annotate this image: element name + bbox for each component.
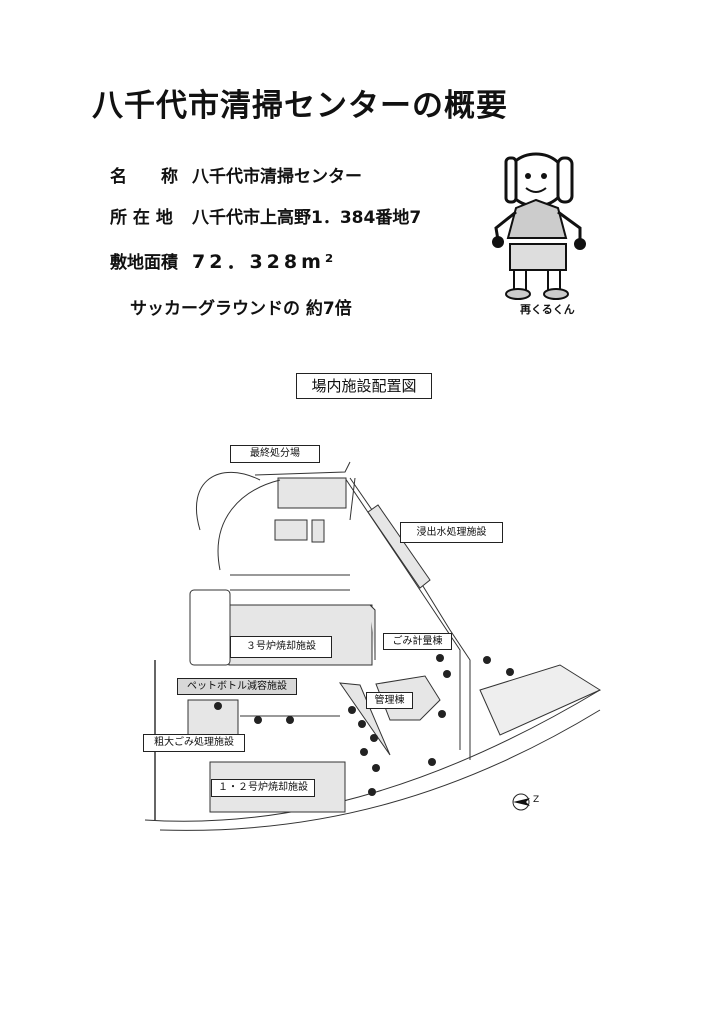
label-incinerator12: １・２号炉焼却施設 xyxy=(211,779,315,797)
name-value: 八千代市清掃センター xyxy=(192,167,362,187)
mascot-name: 再くるくん xyxy=(520,303,575,316)
label-incinerator3: ３号炉焼却施設 xyxy=(230,636,332,658)
area-label: 敷地面積 xyxy=(110,253,178,273)
address-value: 八千代市上高野1．384番地7 xyxy=(192,208,422,228)
comparison-text: サッカーグラウンドの 約7倍 xyxy=(130,299,352,319)
mascot-illustration xyxy=(492,152,586,300)
label-landfill: 最終処分場 xyxy=(230,445,320,463)
area-row: 敷地面積 72．328m² xyxy=(110,247,337,274)
label-weighing: ごみ計量棟 xyxy=(383,633,452,650)
map-title: 場内施設配置図 xyxy=(296,373,432,399)
page-title: 八千代市清掃センターの概要 xyxy=(92,88,508,124)
label-admin: 管理棟 xyxy=(366,692,413,709)
area-value: 72．328m² xyxy=(192,251,338,273)
name-label: 名 称 xyxy=(110,167,178,187)
compass-label: Z xyxy=(533,795,540,805)
trees xyxy=(214,654,514,796)
label-leachate: 浸出水処理施設 xyxy=(400,522,503,543)
name-row: 名 称八千代市清掃センター xyxy=(110,162,362,187)
compass-icon xyxy=(512,793,530,811)
address-label: 所 在 地 xyxy=(110,208,173,228)
address-row: 所 在 地八千代市上高野1．384番地7 xyxy=(110,203,421,228)
label-bulky: 粗大ごみ処理施設 xyxy=(143,734,245,752)
label-pet: ペットボトル減容施設 xyxy=(177,678,297,695)
